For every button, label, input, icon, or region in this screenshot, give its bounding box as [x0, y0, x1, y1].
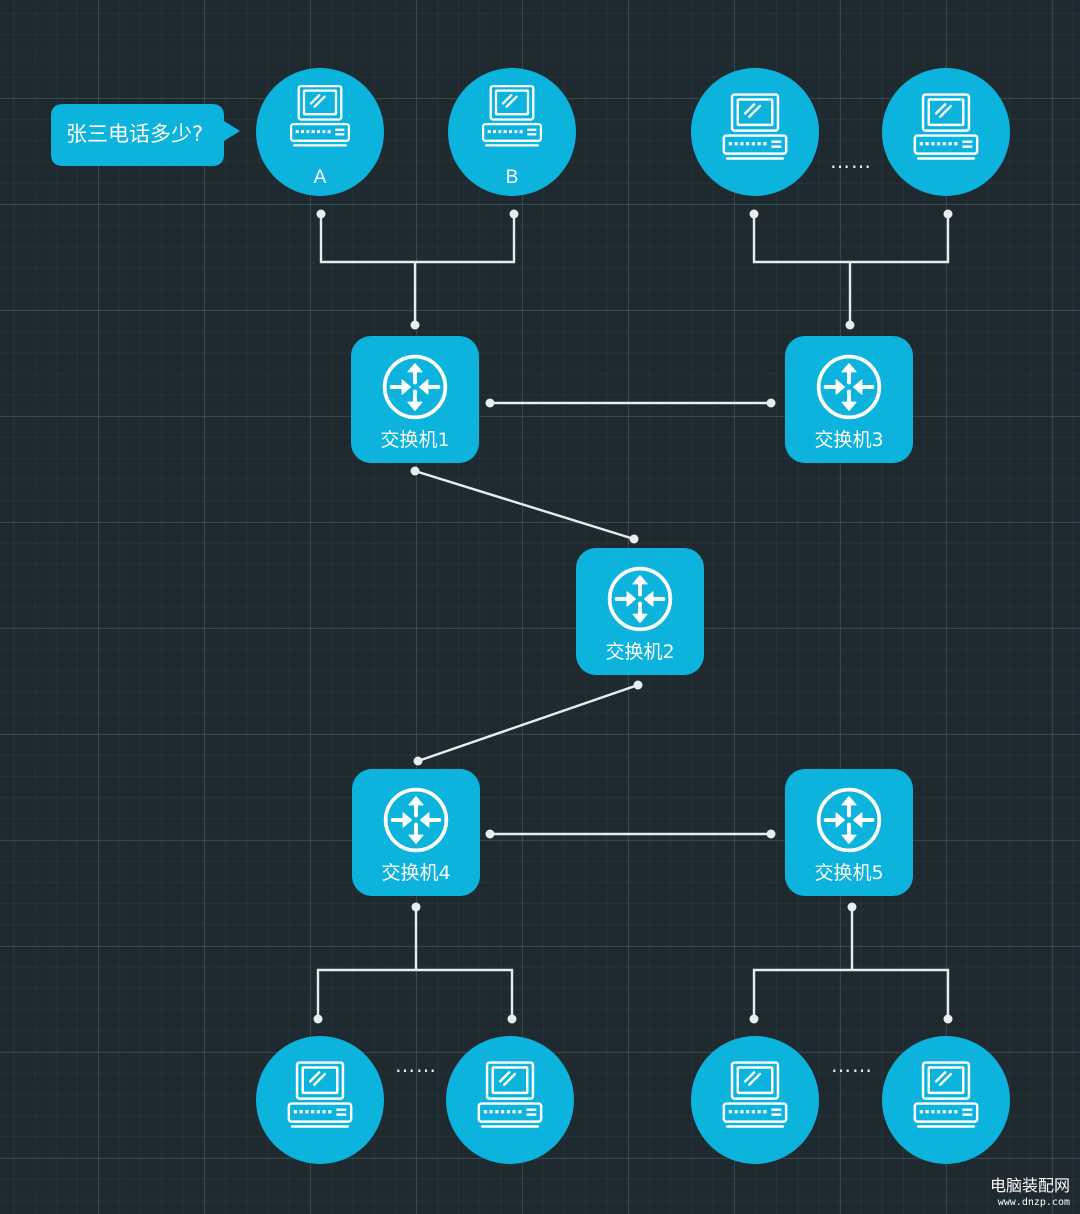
- computer-bottom-right-2[interactable]: [882, 1036, 1010, 1164]
- ellipsis-top-right: ……: [830, 149, 872, 173]
- link-top-right-switch3: [752, 214, 950, 264]
- link-bottom-left-switch4: [316, 968, 514, 1019]
- watermark: 电脑装配网 www.dnzp.com: [990, 1176, 1070, 1208]
- ellipsis-bottom-left: ……: [395, 1053, 437, 1077]
- switch-2[interactable]: 交换机2: [576, 548, 704, 675]
- connections: [316, 214, 950, 1019]
- computer-label-b: B: [506, 167, 519, 188]
- computer-top-right-2[interactable]: [882, 68, 1010, 196]
- computer-bottom-left-2[interactable]: [446, 1036, 574, 1164]
- watermark-name: 电脑装配网: [990, 1176, 1070, 1195]
- switch-5[interactable]: 交换机5: [785, 769, 913, 896]
- computer-a[interactable]: A: [256, 68, 384, 196]
- switch-label-5: 交换机5: [814, 862, 883, 884]
- switch-label-2: 交换机2: [605, 641, 674, 663]
- link-a-b-switch1: [319, 214, 516, 264]
- computer-bottom-right-1[interactable]: [691, 1036, 819, 1164]
- computer-bottom-left-1[interactable]: [256, 1036, 384, 1164]
- computer-top-right-1[interactable]: [691, 68, 819, 196]
- link-switch2-switch4: [417, 683, 639, 763]
- ellipsis-bottom-right: ……: [831, 1053, 873, 1077]
- computer-b[interactable]: B: [448, 68, 576, 196]
- bubble-text: 张三电话多少?: [66, 122, 203, 146]
- speech-bubble: 张三电话多少?: [51, 104, 240, 166]
- link-switch1-switch2: [414, 469, 635, 541]
- switch-4[interactable]: 交换机4: [352, 769, 480, 896]
- switch-label-1: 交换机1: [380, 429, 449, 451]
- switch-label-3: 交换机3: [814, 429, 883, 451]
- connector-dots: [313, 209, 953, 1024]
- watermark-url: www.dnzp.com: [998, 1197, 1070, 1208]
- switch-label-4: 交换机4: [381, 862, 450, 884]
- switch-1[interactable]: 交换机1: [351, 336, 479, 463]
- computer-label-a: A: [314, 167, 327, 188]
- switch-3[interactable]: 交换机3: [785, 336, 913, 463]
- link-bottom-right-switch5: [752, 968, 950, 1019]
